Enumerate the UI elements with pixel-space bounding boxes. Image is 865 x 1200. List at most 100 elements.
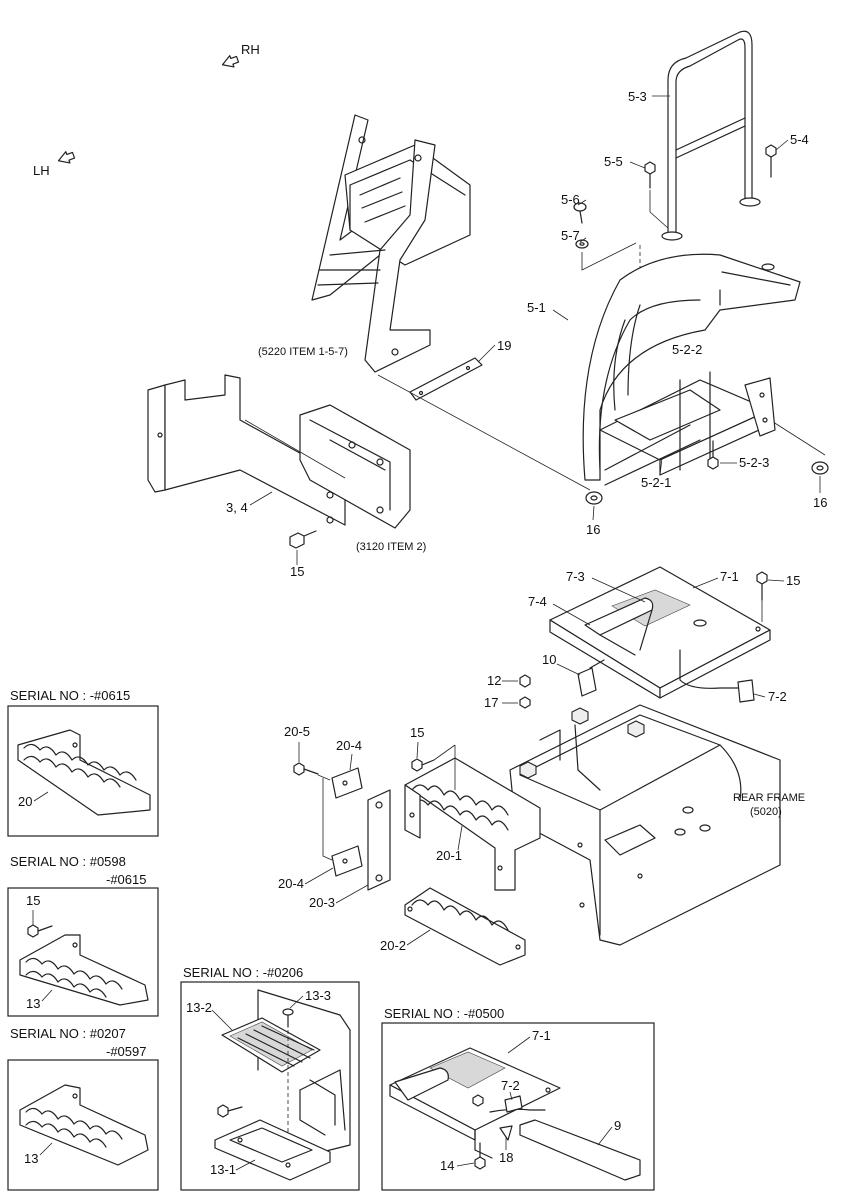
rear-frame-code: (5020) — [750, 806, 782, 818]
inset2-serial-2: -#0615 — [106, 872, 146, 887]
switch-10-icon — [577, 659, 605, 697]
callout-20-2: 20-2 — [380, 938, 406, 953]
callout-10: 10 — [542, 652, 556, 667]
callout-7-2: 7-2 — [768, 689, 787, 704]
callout-15-upper: 15 — [290, 564, 304, 579]
callout-16-left: 16 — [586, 522, 600, 537]
inset4-serial: SERIAL NO : -#0206 — [183, 965, 303, 980]
inset1-frame — [7, 705, 159, 837]
bolt-15-step-icon — [411, 758, 435, 772]
ref-5220-note: (5220 ITEM 1-5-7) — [258, 346, 348, 358]
bolt-5-5-icon — [644, 161, 656, 189]
step-20-1 — [404, 757, 541, 891]
inset5-callout-18: 18 — [499, 1150, 513, 1165]
inset1-step-20 — [17, 729, 151, 816]
plate-20-4-lower — [331, 845, 363, 877]
inset3-serial-1: SERIAL NO : #0207 — [10, 1026, 126, 1041]
bracket-3-4 — [147, 374, 346, 526]
inset4-frame — [180, 981, 360, 1191]
inset2-callout-15: 15 — [26, 893, 40, 908]
callout-5-2-2: 5-2-2 — [672, 342, 702, 357]
lh-label: LH — [33, 163, 50, 178]
frame-3120 — [299, 404, 411, 529]
callout-20-5: 20-5 — [284, 724, 310, 739]
inset4-screw-13-3-icon — [282, 1008, 294, 1028]
lh-direction-icon — [57, 151, 76, 164]
inset5-callout-14: 14 — [440, 1158, 454, 1173]
step-plate-7-1 — [549, 566, 771, 699]
callout-7-1: 7-1 — [720, 569, 739, 584]
inset3-callout-13: 13 — [24, 1151, 38, 1166]
handrail-5-3 — [661, 30, 761, 241]
callout-5-3: 5-3 — [628, 89, 647, 104]
bolt-15-plate-icon — [756, 571, 768, 601]
bolt-5-2-3-icon — [707, 440, 719, 470]
ref-3120-note: (3120 ITEM 2) — [356, 541, 426, 553]
inset5-cover-9 — [519, 1119, 641, 1181]
callout-20-3: 20-3 — [309, 895, 335, 910]
nut-17-icon — [519, 696, 531, 709]
inset3-serial-2: -#0597 — [106, 1044, 146, 1059]
plate-19 — [409, 357, 483, 401]
inset5-callout-7-2: 7-2 — [501, 1078, 520, 1093]
inset2-bolt-15-icon — [27, 924, 53, 938]
nut-16-left-icon — [585, 491, 603, 505]
inset4-callout-13-1: 13-1 — [210, 1162, 236, 1177]
inset2-callout-13: 13 — [26, 996, 40, 1011]
callout-5-6: 5-6 — [561, 192, 580, 207]
callout-15-plate: 15 — [786, 573, 800, 588]
guard-5-2-2 — [582, 253, 801, 481]
inset3-frame — [7, 1059, 159, 1191]
upper-bracket-assembly — [311, 114, 471, 373]
bolt-12-icon — [519, 674, 531, 688]
inset2-step-13 — [19, 934, 149, 1006]
callout-20-4-lower: 20-4 — [278, 876, 304, 891]
inset1-callout-20: 20 — [18, 794, 32, 809]
callout-20-1: 20-1 — [436, 848, 462, 863]
callout-12: 12 — [487, 673, 501, 688]
bolt-15-upper-icon — [289, 530, 317, 549]
inset5-frame — [381, 1022, 655, 1191]
rh-label: RH — [241, 42, 260, 57]
inset5-serial: SERIAL NO : -#0500 — [384, 1006, 504, 1021]
callout-17: 17 — [484, 695, 498, 710]
nut-16-right-icon — [811, 461, 829, 475]
inset5-bolt-14-icon — [474, 1142, 486, 1170]
screw-5-6-icon — [573, 202, 587, 224]
step-20-2 — [404, 887, 526, 966]
harness-7-2-icon — [679, 649, 755, 703]
callout-16-right: 16 — [813, 495, 827, 510]
inset1-serial: SERIAL NO : -#0615 — [10, 688, 130, 703]
callout-5-2-3: 5-2-3 — [739, 455, 769, 470]
inset2-serial-1: SERIAL NO : #0598 — [10, 854, 126, 869]
mount-frame-5-2-1 — [599, 371, 776, 486]
bolt-20-5-icon — [293, 762, 319, 776]
inset5-clip-18-icon — [499, 1125, 513, 1141]
inset5-plate-7-1 — [389, 1047, 561, 1159]
plate-20-4-upper — [331, 767, 363, 799]
callout-5-1: 5-1 — [527, 300, 546, 315]
bolt-5-4-icon — [765, 144, 777, 178]
inset4-bracket-13-1 — [214, 1119, 331, 1181]
callout-3-4: 3, 4 — [226, 500, 248, 515]
callout-5-5: 5-5 — [604, 154, 623, 169]
inset4-callout-13-3: 13-3 — [305, 988, 331, 1003]
inset5-callout-9: 9 — [614, 1118, 621, 1133]
inset5-harness-7-2-icon — [489, 1095, 546, 1113]
callout-7-4: 7-4 — [528, 594, 547, 609]
callout-19: 19 — [497, 338, 511, 353]
callout-5-4: 5-4 — [790, 132, 809, 147]
inset5-bolt-small-icon — [472, 1094, 484, 1107]
inset2-frame — [7, 887, 159, 1017]
inset4-plate-13-2 — [221, 1017, 321, 1073]
rear-frame-5020 — [509, 704, 781, 946]
plate-20-3 — [367, 789, 391, 891]
inset5-callout-7-1: 7-1 — [532, 1028, 551, 1043]
rear-frame-label: REAR FRAME — [733, 792, 805, 804]
callout-15-step: 15 — [410, 725, 424, 740]
inset3-step-13 — [19, 1084, 149, 1166]
washer-5-7-icon — [575, 239, 589, 249]
callout-20-4-upper: 20-4 — [336, 738, 362, 753]
